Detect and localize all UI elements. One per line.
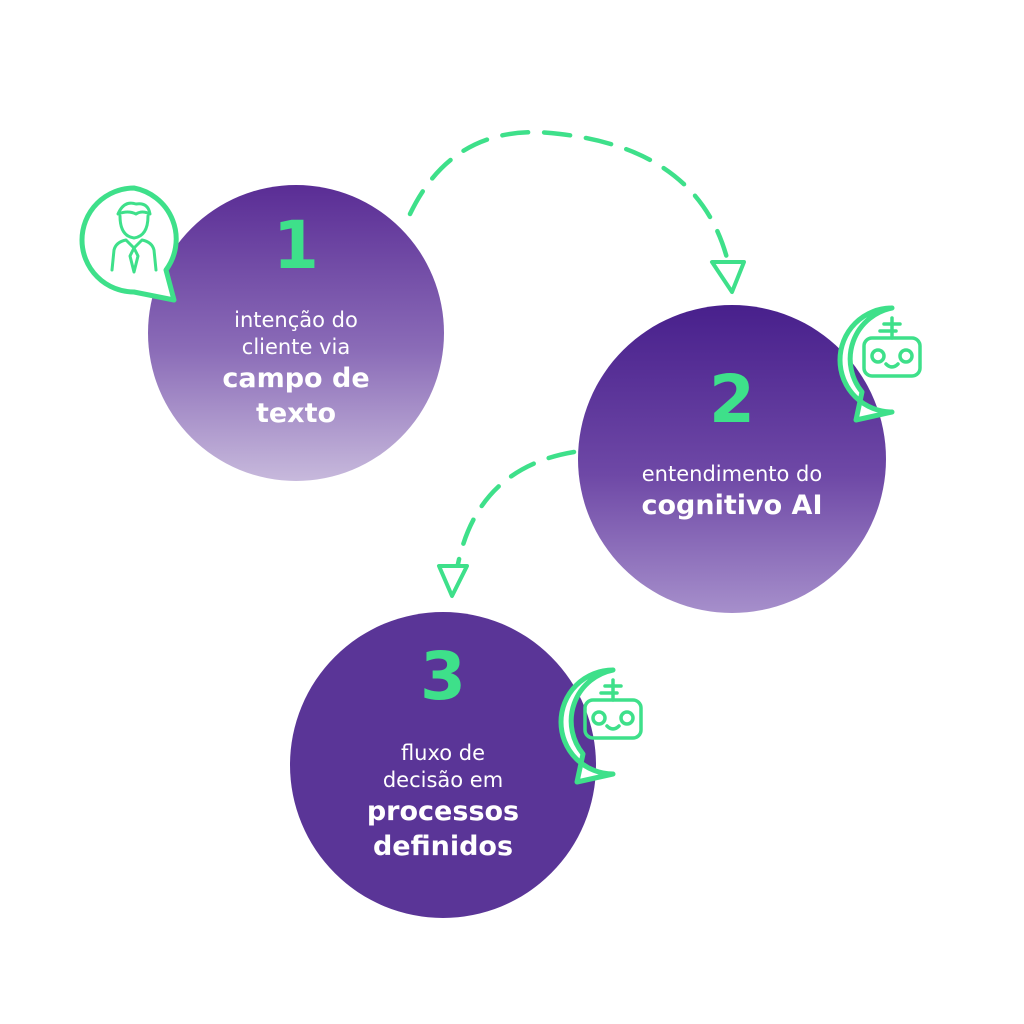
step-number: 3: [420, 638, 466, 715]
step-number: 1: [273, 207, 319, 284]
step-1-circle: 1 intenção do cliente via campo de texto: [148, 185, 444, 481]
step-text-line: entendimento do: [641, 462, 823, 486]
step-text-line: decisão em: [382, 768, 504, 792]
step-text-bold: cognitivo AI: [641, 490, 823, 521]
step-3-circle: 3 fluxo de decisão em processos definido…: [290, 612, 596, 918]
step-2-circle: 2 entendimento do cognitivo AI: [578, 305, 886, 613]
step-text-bold: processos: [366, 796, 520, 827]
arrow-2-to-3: [455, 449, 577, 567]
arrowhead-2-to-3: [437, 564, 469, 598]
robot-icon: [837, 305, 922, 423]
step-number: 2: [709, 361, 755, 438]
robot-icon: [558, 667, 643, 785]
step-text-bold: campo de: [222, 363, 370, 394]
arrow-1-to-2: [407, 129, 731, 265]
step-text-line: fluxo de: [400, 741, 486, 765]
person-with-tie-icon: [79, 185, 179, 303]
step-text-line: intenção do: [234, 308, 358, 332]
step-text-bold: texto: [255, 398, 337, 429]
step-text-line: cliente via: [241, 335, 351, 359]
step-text-bold: definidos: [372, 831, 514, 862]
arrowhead-1-to-2: [710, 260, 746, 294]
